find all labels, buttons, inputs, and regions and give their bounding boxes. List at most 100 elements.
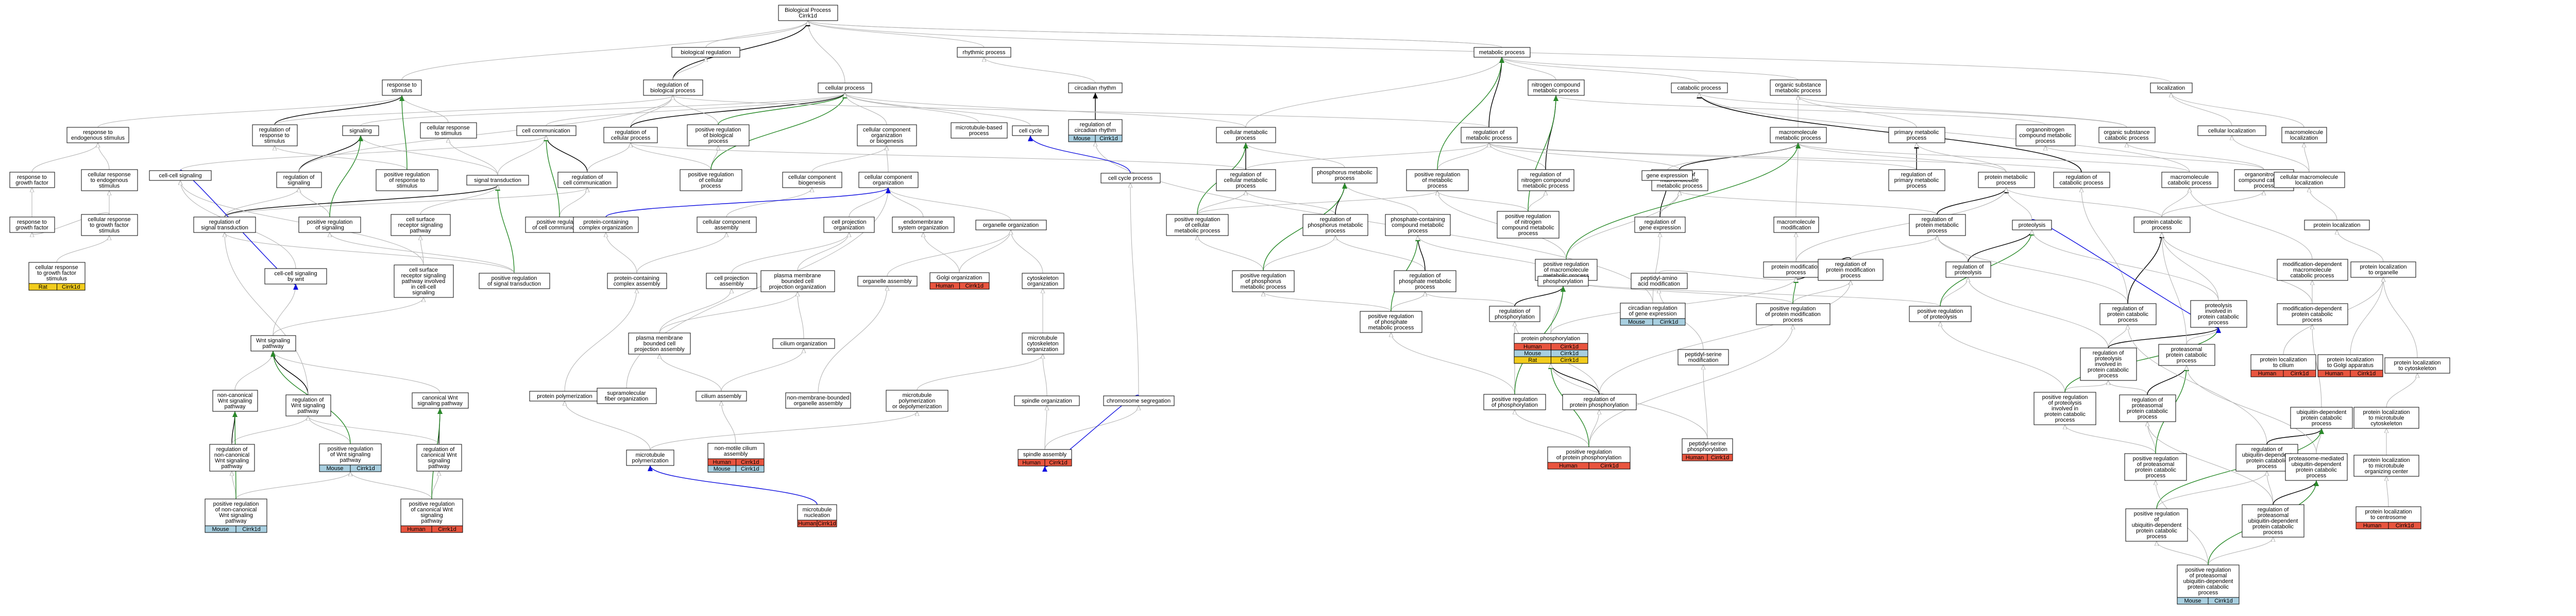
go-term-node[interactable]: cilium assembly [696,391,747,402]
go-term-node[interactable]: localization [2150,82,2193,93]
go-term-node[interactable]: regulation ofproteasomalubiquitin-depend… [2242,504,2304,538]
go-term-node[interactable]: catabolic process [1671,82,1728,93]
go-term-node[interactable]: signal transduction [466,175,529,186]
go-term-node[interactable]: protein polymerization [529,391,601,402]
go-term-node[interactable]: organelle organization [975,220,1047,230]
go-term-node[interactable]: signaling [342,125,379,136]
go-term-node[interactable]: protein localization [2304,220,2370,230]
go-term-node[interactable]: proteasome-mediatedubiquitin-dependentpr… [2285,453,2348,481]
go-term-node[interactable]: modification-dependentmacromoleculecatab… [2277,259,2348,281]
go-term-node[interactable]: cellular localization [2197,125,2266,136]
go-term-node[interactable]: cell cycle [1012,125,1049,136]
go-term-node[interactable]: circadian rhythm [1068,82,1123,93]
go-term-node[interactable]: spindle organization [1014,395,1080,406]
go-term-node[interactable]: proteolysis [2012,220,2052,230]
go-term-node[interactable]: organelle assembly [857,276,918,287]
go-term-node[interactable]: positive regulationofubiquitin-dependent… [2125,508,2188,542]
go-term-node[interactable]: rhythmic process [957,47,1011,58]
go-term-node[interactable]: cell cycle process [1100,173,1161,184]
go-term-node[interactable]: cell-cell signaling [149,170,212,181]
go-term-node[interactable]: cilium organization [772,338,835,349]
go-term-node[interactable]: phosphorylation [1537,276,1589,287]
